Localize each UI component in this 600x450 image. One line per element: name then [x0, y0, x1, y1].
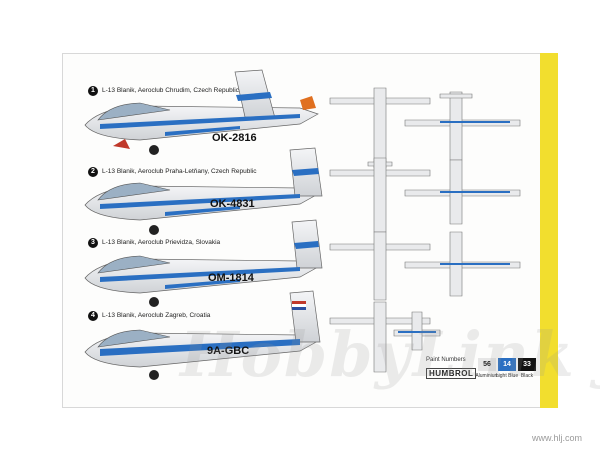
planform-stripes	[398, 121, 510, 333]
watermark-logo: HobbyLink Japan	[180, 318, 600, 391]
scheme-3-label: 3 L-13 Blanik, Aeroclub Prievidza, Slovak…	[88, 238, 220, 248]
profile-scheme-1	[84, 69, 319, 155]
registration-2: OK-4831	[210, 198, 255, 210]
paint-chip-14: 14	[498, 358, 516, 371]
scheme-3-number: 3	[88, 238, 98, 248]
paint-name-light-blue: Light Blue	[495, 373, 519, 379]
scheme-2-number: 2	[88, 167, 98, 177]
paint-name-black: Black	[520, 373, 534, 379]
yellow-edge-strip	[540, 53, 558, 408]
paint-brand: HUMBROL	[426, 368, 477, 379]
watermark-url: www.hlj.com	[532, 433, 583, 443]
profile-scheme-2	[84, 147, 323, 235]
scheme-2-text: L-13 Blanik, Aeroclub Praha-Letňany, Cze…	[102, 168, 257, 175]
scheme-3-text: L-13 Blanik, Aeroclub Prievidza, Slovaki…	[102, 239, 221, 246]
scheme-4-number: 4	[88, 311, 98, 321]
registration-4: 9A-GBC	[207, 345, 249, 357]
scheme-1-number: 1	[88, 86, 98, 96]
paint-chip-56: 56	[478, 358, 496, 371]
scheme-1-label: 1 L-13 Blanik, Aeroclub Chrudim, Czech Re…	[88, 86, 239, 96]
scheme-4-text: L-13 Blanik, Aeroclub Zagreb, Croatia	[102, 312, 211, 319]
registration-3: OM-1814	[208, 272, 255, 284]
profile-scheme-3	[84, 219, 323, 307]
paint-name-aluminium: Aluminium	[475, 373, 499, 379]
registration-1: OK-2816	[212, 132, 257, 144]
profile-scheme-4	[84, 290, 321, 380]
paint-legend: Paint Numbers HUMBROL 56 Aluminium 14 Li…	[426, 355, 538, 400]
paint-legend-title: Paint Numbers	[426, 357, 466, 363]
scheme-4-label: 4 L-13 Blanik, Aeroclub Zagreb, Croatia	[88, 311, 210, 321]
paint-chip-33: 33	[518, 358, 536, 371]
scheme-1-text: L-13 Blanik, Aeroclub Chrudim, Czech Rep…	[102, 87, 239, 94]
scheme-2-label: 2 L-13 Blanik, Aeroclub Praha-Letňany, Cz…	[88, 167, 257, 177]
